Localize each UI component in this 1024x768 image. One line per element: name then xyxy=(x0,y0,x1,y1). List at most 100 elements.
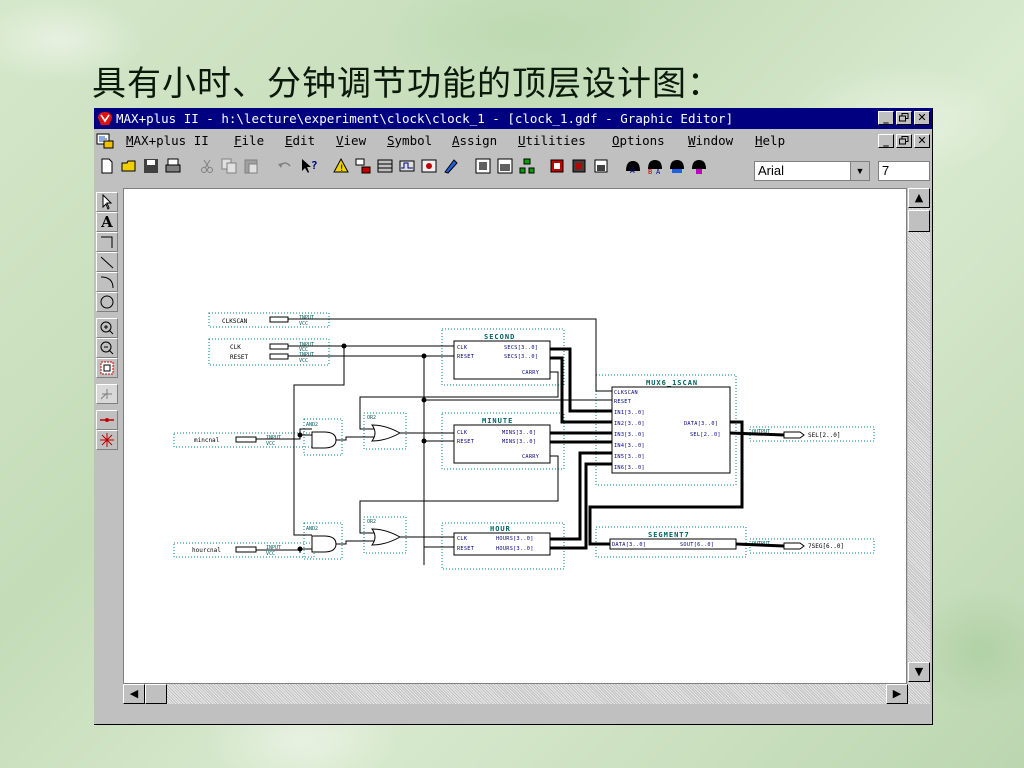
create-symbol-icon[interactable] xyxy=(496,157,514,175)
orthogonal-line-tool[interactable] xyxy=(96,232,118,252)
hour-block[interactable] xyxy=(453,532,551,556)
minute-block[interactable] xyxy=(453,424,551,464)
copy-icon[interactable] xyxy=(220,157,238,175)
paste-icon[interactable] xyxy=(242,157,260,175)
reset-vcc: VCC xyxy=(299,358,308,364)
menu-window[interactable]: Window xyxy=(688,133,734,148)
mux-pin-in5: IN5[3..0] xyxy=(614,454,645,460)
horizontal-scrollbar[interactable]: ◀ ▶ xyxy=(123,684,908,704)
minute-title: MINUTE xyxy=(482,417,513,425)
compiler-icon[interactable]: ! xyxy=(332,157,350,175)
scroll-up-icon[interactable]: ▲ xyxy=(908,188,930,208)
clk-reset-input-outline xyxy=(208,338,330,366)
new-file-icon[interactable] xyxy=(98,157,116,175)
rubberband-icon xyxy=(100,389,112,400)
floorplan-icon[interactable] xyxy=(376,157,394,175)
assign-device-icon[interactable] xyxy=(548,157,566,175)
close-button[interactable]: ✕ xyxy=(914,111,930,125)
menu-utilities[interactable]: Utilities xyxy=(518,133,586,148)
seg-output-pin[interactable] xyxy=(783,542,805,550)
second-block[interactable] xyxy=(453,340,551,380)
programmer-icon[interactable] xyxy=(442,157,460,175)
sel-output-label: SEL[2..0] xyxy=(808,432,841,439)
arrow-pointer-icon xyxy=(102,193,113,210)
hierarchy-up-icon[interactable] xyxy=(518,157,536,175)
hierarchy-icon[interactable] xyxy=(354,157,372,175)
segment-outline xyxy=(595,526,747,558)
hourcnal-vcc: VCC xyxy=(266,551,275,557)
zoom-in-icon xyxy=(100,321,114,335)
hourcnal-input-pin[interactable] xyxy=(235,546,257,553)
find-source-icon[interactable] xyxy=(668,157,686,175)
cut-icon[interactable] xyxy=(198,157,216,175)
print-icon[interactable] xyxy=(164,157,182,175)
hour-pin-hours-b: HOURS[3..0] xyxy=(496,546,534,552)
mux-block[interactable] xyxy=(611,386,731,474)
menu-maxplus[interactable]: MAX+plus II xyxy=(126,133,209,148)
font-name-select[interactable]: Arial ▼ xyxy=(754,161,870,181)
zoom-in-tool[interactable] xyxy=(96,318,118,338)
schematic-canvas[interactable]: .w{stroke:#000;stroke-width:1;fill:none;… xyxy=(123,188,907,684)
circle-tool[interactable] xyxy=(96,292,118,312)
and-gate-2[interactable] xyxy=(311,535,337,553)
or-gate-2-label: OR2 xyxy=(367,519,376,525)
restore-button[interactable] xyxy=(896,111,912,125)
fit-window-tool[interactable] xyxy=(96,358,118,378)
scroll-down-icon[interactable]: ▼ xyxy=(908,662,930,682)
svg-text:!: ! xyxy=(339,164,344,174)
junction-mincnal xyxy=(297,432,303,438)
undo-icon[interactable] xyxy=(276,157,294,175)
menu-edit[interactable]: Edit xyxy=(285,133,316,148)
zoom-out-tool[interactable] xyxy=(96,338,118,358)
text-tool[interactable]: A xyxy=(96,212,118,232)
font-size-select[interactable]: 7 xyxy=(878,161,930,181)
menu-symbol[interactable]: Symbol xyxy=(387,133,433,148)
child-restore-button[interactable] xyxy=(896,134,912,148)
help-pointer-icon[interactable]: ? xyxy=(300,157,318,175)
menu-assign[interactable]: Assign xyxy=(452,133,498,148)
scroll-left-icon[interactable]: ◀ xyxy=(123,684,145,704)
selection-tool[interactable] xyxy=(96,192,118,212)
child-close-button[interactable]: ✕ xyxy=(914,134,930,148)
mux-pin-clkscan: CLKSCAN xyxy=(614,390,638,396)
timing-icon[interactable] xyxy=(420,157,438,175)
child-minimize-button[interactable]: _ xyxy=(878,134,894,148)
diagonal-line-tool[interactable] xyxy=(96,252,118,272)
vertical-scrollbar[interactable]: ▲ ▼ xyxy=(908,188,930,704)
title-bar[interactable]: MAX+plus II - h:\lecture\experiment\cloc… xyxy=(94,108,932,129)
open-folder-icon[interactable] xyxy=(120,157,138,175)
sel-output-pin[interactable] xyxy=(783,431,805,439)
assign-clique-icon[interactable] xyxy=(592,157,610,175)
assign-pin-icon[interactable] xyxy=(570,157,588,175)
clk-input-pin[interactable] xyxy=(269,343,289,350)
menu-help[interactable]: Help xyxy=(755,133,786,148)
find-node-icon[interactable]: A xyxy=(624,157,642,175)
reset-input-pin[interactable] xyxy=(269,353,289,360)
save-icon[interactable] xyxy=(142,157,160,175)
horizontal-scroll-thumb[interactable] xyxy=(145,684,167,704)
and-gate-1[interactable] xyxy=(311,431,337,449)
menu-options[interactable]: Options xyxy=(612,133,665,148)
or-gate-2[interactable] xyxy=(371,528,402,546)
clk-vcc: VCC xyxy=(299,347,308,353)
vertical-scroll-thumb[interactable] xyxy=(908,210,930,232)
chevron-down-icon[interactable]: ▼ xyxy=(850,162,869,180)
simulator-icon[interactable] xyxy=(398,157,416,175)
minimize-button[interactable]: _ xyxy=(878,111,894,125)
second-pin-reset: RESET xyxy=(457,354,474,360)
arc-tool[interactable] xyxy=(96,272,118,292)
clkscan-input-pin[interactable] xyxy=(269,316,289,323)
menu-file[interactable]: File xyxy=(234,133,265,148)
connect-dot-tool[interactable] xyxy=(96,410,118,430)
disconnect-tool[interactable] xyxy=(96,430,118,450)
scroll-right-icon[interactable]: ▶ xyxy=(886,684,908,704)
mincnal-input-pin[interactable] xyxy=(235,436,257,443)
find-destination-icon[interactable] xyxy=(690,157,708,175)
window-title: MAX+plus II - h:\lecture\experiment\cloc… xyxy=(116,111,734,126)
minute-pin-carry: CARRY xyxy=(522,454,540,460)
rubberband-tool[interactable] xyxy=(96,384,118,404)
open-symbol-icon[interactable] xyxy=(474,157,492,175)
or-gate-1[interactable] xyxy=(371,424,402,442)
menu-view[interactable]: View xyxy=(336,133,367,148)
